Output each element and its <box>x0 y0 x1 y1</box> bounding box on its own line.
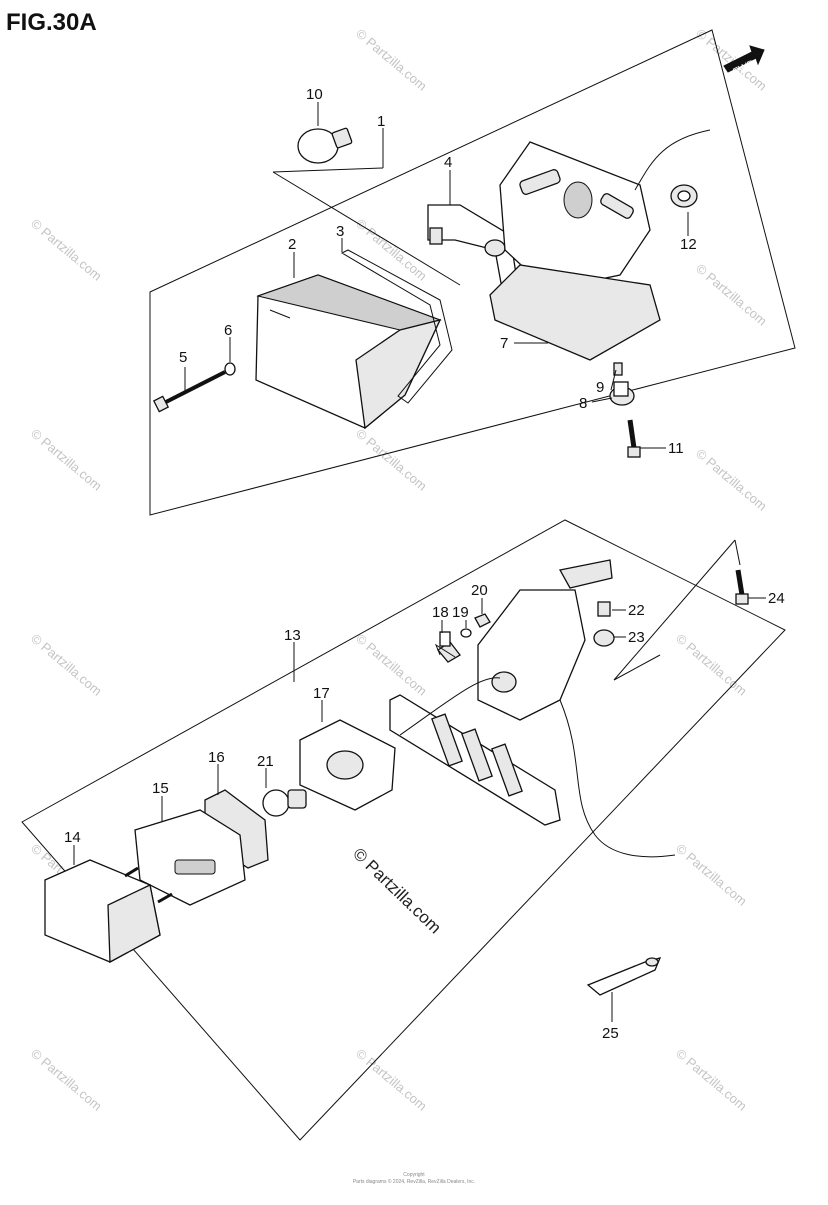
callout-2: 2 <box>288 236 296 253</box>
callout-25: 25 <box>602 1025 619 1042</box>
watermark: © Partzilla.com <box>28 631 105 699</box>
grommet-23 <box>593 629 615 647</box>
callout-8: 8 <box>579 395 587 412</box>
footer-credit: Parts diagrams © 2024, RevZilla, RevZill… <box>353 1178 475 1185</box>
bulb-10 <box>297 127 353 164</box>
watermark-layer: © Partzilla.com © Partzilla.com © Partzi… <box>28 26 770 1114</box>
callout-13: 13 <box>284 627 301 644</box>
callout-15: 15 <box>152 780 169 797</box>
gasket-3 <box>340 249 453 404</box>
callout-5: 5 <box>179 349 187 366</box>
socket-plate-17 <box>299 719 396 811</box>
callout-19: 19 <box>452 604 469 621</box>
collar-22 <box>597 601 611 617</box>
callout-16: 16 <box>208 749 225 766</box>
watermark: © Partzilla.com <box>673 841 750 909</box>
license-bracket <box>389 559 676 858</box>
bulb-21 <box>262 789 307 817</box>
housing-15 <box>134 809 246 906</box>
callout-9: 9 <box>596 379 604 396</box>
callout-22: 22 <box>628 602 645 619</box>
screw-11 <box>627 419 641 458</box>
callout-14: 14 <box>64 829 81 846</box>
figure-title: FIG.30A <box>6 9 97 36</box>
callout-24: 24 <box>768 590 785 607</box>
leader-lines <box>73 102 766 1022</box>
watermark: © Partzilla.com <box>673 1046 750 1114</box>
washer-19 <box>460 628 472 638</box>
callout-7: 7 <box>500 335 508 352</box>
callout-11: 11 <box>668 440 684 457</box>
watermark: © Partzilla.com <box>673 631 750 699</box>
callout-21: 21 <box>257 753 274 770</box>
nut-20 <box>474 613 491 628</box>
leader-line <box>272 167 384 173</box>
callout-17: 17 <box>313 685 330 702</box>
watermark: © Partzilla.com <box>353 1046 430 1114</box>
callout-4: 4 <box>444 154 452 171</box>
callout-3: 3 <box>336 223 344 240</box>
watermark: © Partzilla.com <box>353 631 430 699</box>
screw-5 <box>152 370 226 413</box>
callout-18: 18 <box>432 604 449 621</box>
callout-6: 6 <box>224 322 232 339</box>
callout-1: 1 <box>377 113 385 130</box>
bolt-18 <box>437 631 461 663</box>
callout-12: 12 <box>680 236 697 253</box>
screw-24 <box>735 569 749 605</box>
washer-6 <box>224 362 236 376</box>
watermark: © Partzilla.com <box>28 426 105 494</box>
clip-25 <box>586 957 662 996</box>
footer-copyright: Copyright <box>403 1172 425 1178</box>
callouts: 1 2 3 4 5 6 7 8 9 10 11 12 13 14 15 16 1… <box>64 86 785 1042</box>
lens-14 <box>44 859 173 964</box>
nut-8 <box>609 381 635 406</box>
collar-9 <box>613 362 623 376</box>
lower-assembly-frame <box>21 519 786 1141</box>
copyright-label: © Partzilla.com <box>349 844 445 937</box>
callout-10: 10 <box>306 86 323 103</box>
upper-assembly-frame <box>149 29 796 516</box>
watermark: © Partzilla.com <box>693 261 770 329</box>
watermark: © Partzilla.com <box>28 216 105 284</box>
watermark: © Partzilla.com <box>28 1046 105 1114</box>
tail-lens-2 <box>255 274 442 430</box>
tail-housing-7 <box>489 129 711 361</box>
callout-20: 20 <box>471 582 488 599</box>
watermark: © Partzilla.com <box>353 26 430 94</box>
watermark: © Partzilla.com <box>693 446 770 514</box>
callout-23: 23 <box>628 629 645 646</box>
